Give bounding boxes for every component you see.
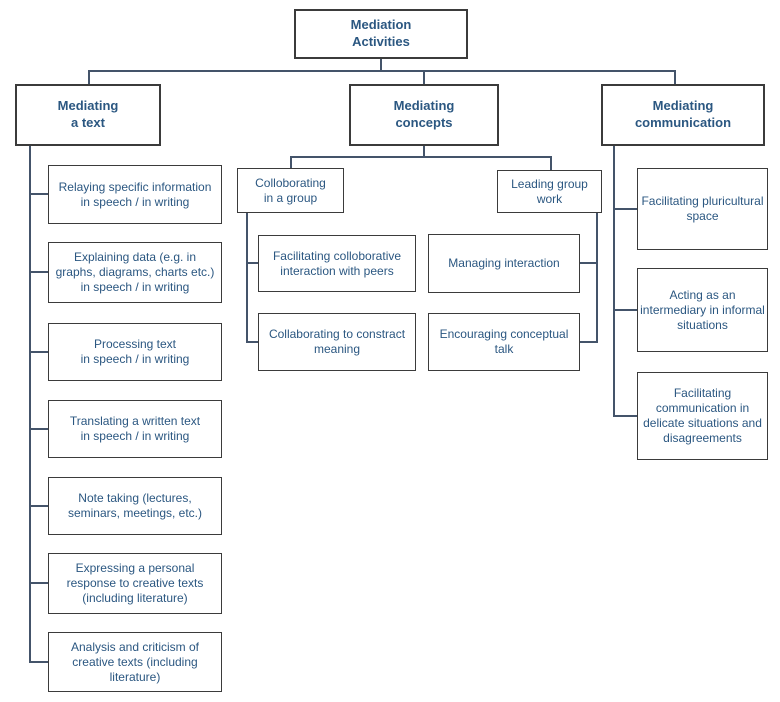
node-translating-written-text: Translating a written text in speech / i… bbox=[48, 400, 222, 458]
connector-line bbox=[423, 146, 425, 157]
connector-line bbox=[29, 582, 48, 584]
connector-line bbox=[290, 156, 292, 168]
node-facilitating-colloborative-interaction: Facilitating colloborative interaction w… bbox=[258, 235, 416, 292]
connector-line bbox=[613, 415, 637, 417]
connector-line bbox=[613, 309, 637, 311]
node-mediating-communication: Mediating communication bbox=[601, 84, 765, 146]
node-processing-text: Processing text in speech / in writing bbox=[48, 323, 222, 381]
connector-line bbox=[246, 213, 248, 343]
connector-line bbox=[613, 146, 615, 417]
connector-line bbox=[596, 213, 598, 343]
connector-line bbox=[580, 341, 596, 343]
node-explaining-data: Explaining data (e.g. in graphs, diagram… bbox=[48, 242, 222, 303]
node-acting-as-intermediary: Acting as an intermediary in informal si… bbox=[637, 268, 768, 352]
node-colloborating-in-a-group: Colloborating in a group bbox=[237, 168, 344, 213]
node-encouraging-conceptual-talk: Encouraging conceptual talk bbox=[428, 313, 580, 371]
node-note-taking: Note taking (lectures, seminars, meeting… bbox=[48, 477, 222, 535]
connector-line bbox=[88, 70, 676, 72]
connector-line bbox=[29, 271, 48, 273]
node-leading-group-work: Leading group work bbox=[497, 170, 602, 213]
node-facilitating-pluricultural-space: Facilitating pluricultural space bbox=[637, 168, 768, 250]
node-expressing-personal-response: Expressing a personal response to creati… bbox=[48, 553, 222, 614]
node-mediating-a-text: Mediating a text bbox=[15, 84, 161, 146]
node-facilitating-communication-delicate: Facilitating communication in delicate s… bbox=[637, 372, 768, 460]
connector-line bbox=[29, 661, 48, 663]
connector-line bbox=[29, 428, 48, 430]
connector-line bbox=[29, 351, 48, 353]
connector-line bbox=[88, 70, 90, 84]
connector-line bbox=[246, 341, 258, 343]
connector-line bbox=[613, 208, 637, 210]
node-mediation-activities: Mediation Activities bbox=[294, 9, 468, 59]
connector-line bbox=[380, 59, 382, 71]
node-analysis-and-criticism: Analysis and criticism of creative texts… bbox=[48, 632, 222, 692]
node-collaborating-to-constract-meaning: Collaborating to constract meaning bbox=[258, 313, 416, 371]
connector-line bbox=[29, 505, 48, 507]
connector-line bbox=[674, 70, 676, 84]
node-relaying-specific-information: Relaying specific information in speech … bbox=[48, 165, 222, 224]
node-mediating-concepts: Mediating concepts bbox=[349, 84, 499, 146]
connector-line bbox=[580, 262, 596, 264]
connector-line bbox=[29, 193, 48, 195]
connector-line bbox=[29, 146, 31, 663]
node-managing-interaction: Managing interaction bbox=[428, 234, 580, 293]
connector-line bbox=[290, 156, 552, 158]
connector-line bbox=[423, 70, 425, 84]
connector-line bbox=[246, 262, 258, 264]
connector-line bbox=[550, 156, 552, 170]
